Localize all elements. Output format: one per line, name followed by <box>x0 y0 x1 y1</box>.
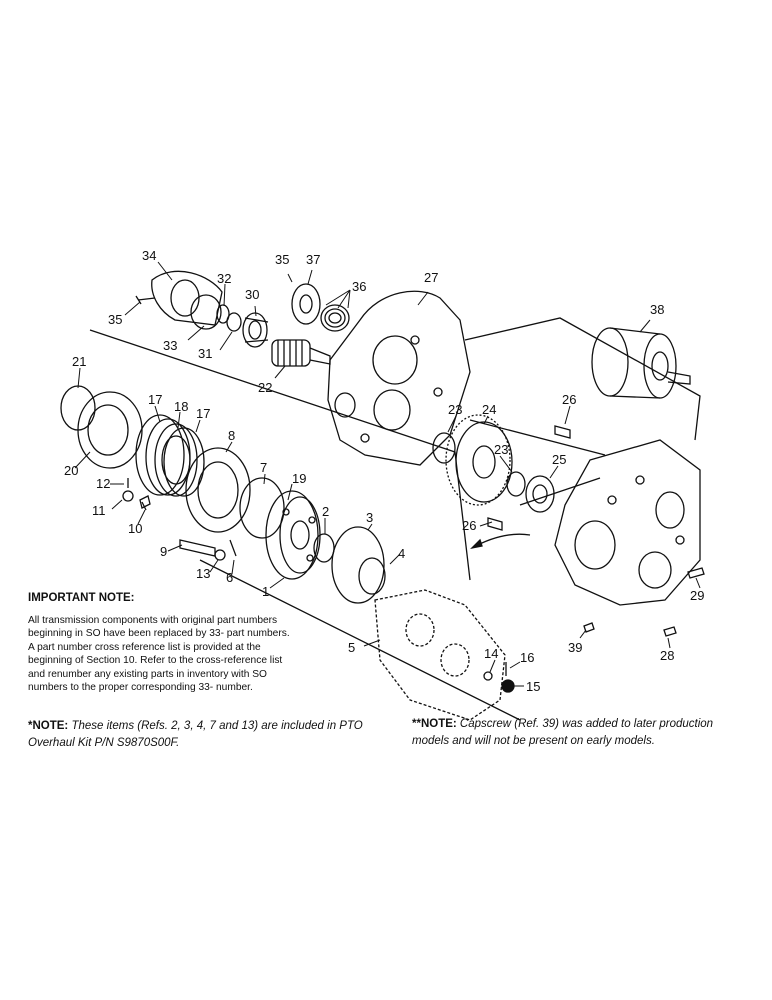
part-8-piston <box>185 447 251 533</box>
part-15-plug <box>501 679 515 693</box>
guide-lines <box>464 317 701 506</box>
part-13-ring <box>214 549 226 561</box>
right-housing <box>554 439 701 606</box>
part-29-bolt <box>687 567 705 579</box>
callout-2: 2 <box>322 504 329 519</box>
callout-20: 20 <box>64 463 78 478</box>
callout-36: 36 <box>352 279 366 294</box>
panel-outline-lower <box>199 559 521 721</box>
part-20-plate <box>77 391 143 469</box>
part-38-clutch <box>591 327 691 399</box>
callout-26: 26 <box>562 392 576 407</box>
part-25-bearing <box>525 475 555 513</box>
part-26-dowel-a <box>554 425 571 439</box>
part-36-springs <box>320 304 350 332</box>
callout-23b: 23 <box>494 442 508 457</box>
kit-note-label: *NOTE: <box>28 720 69 732</box>
part-1-hub <box>265 490 321 580</box>
part-9-pin <box>179 539 216 557</box>
callout-30: 30 <box>245 287 259 302</box>
part-37-cup <box>291 283 321 325</box>
callout-10: 10 <box>128 521 142 536</box>
part-35-bolt <box>135 295 156 305</box>
callout-31: 31 <box>198 346 212 361</box>
callout-3: 3 <box>366 510 373 525</box>
part-34-plate <box>151 270 223 326</box>
callout-1: 1 <box>262 584 269 599</box>
part-26-dowel-b <box>487 517 503 531</box>
callout-39: 39 <box>568 640 582 655</box>
callout-21: 21 <box>72 354 86 369</box>
callout-13: 13 <box>196 566 210 581</box>
callout-15: 15 <box>526 679 540 694</box>
callout-17: 17 <box>148 392 162 407</box>
callout-35b: 35 <box>275 252 289 267</box>
callout-34: 34 <box>142 248 156 263</box>
capscrew-note-label: **NOTE: <box>412 718 457 730</box>
part-39-bolt <box>583 622 595 633</box>
callout-12: 12 <box>96 476 110 491</box>
part-3-oring <box>331 526 385 604</box>
part-27-housing <box>327 290 471 466</box>
kit-note-text: These items (Refs. 2, 3, 4, 7 and 13) ar… <box>28 720 363 749</box>
important-note-title: IMPORTANT NOTE: <box>28 592 135 604</box>
part-31-ring <box>226 312 242 332</box>
callout-14: 14 <box>484 646 498 661</box>
callout-35: 35 <box>108 312 122 327</box>
capscrew-note: **NOTE: Capscrew (Ref. 39) was added to … <box>412 716 752 750</box>
important-note-body: All transmission components with origina… <box>28 615 290 694</box>
callout-4: 4 <box>398 546 405 561</box>
callout-17b: 17 <box>196 406 210 421</box>
callout-6: 6 <box>226 570 233 585</box>
callout-7: 7 <box>260 460 267 475</box>
callout-16: 16 <box>520 650 534 665</box>
callout-18: 18 <box>174 399 188 414</box>
callout-25: 25 <box>552 452 566 467</box>
callout-37: 37 <box>306 252 320 267</box>
part-23-ring-a <box>432 432 456 464</box>
callout-11: 11 <box>92 503 106 518</box>
callout-24: 24 <box>482 402 496 417</box>
callout-19: 19 <box>292 471 306 486</box>
leader-lines <box>74 261 701 687</box>
part-17-18-discs <box>135 414 205 497</box>
part-14-washer <box>483 671 493 681</box>
part-5-case <box>374 589 506 721</box>
callout-29: 29 <box>690 588 704 603</box>
callout-23: 23 <box>448 402 462 417</box>
part-32-ring <box>216 304 230 324</box>
callout-22: 22 <box>258 380 272 395</box>
callout-38: 38 <box>650 302 664 317</box>
part-6-screw <box>229 539 237 557</box>
callout-labels: 34 35 32 30 33 31 35 37 36 22 27 38 21 1… <box>64 248 704 694</box>
callout-33: 33 <box>163 338 177 353</box>
callout-9: 9 <box>160 544 167 559</box>
part-10-spring <box>139 495 151 511</box>
callout-5: 5 <box>348 640 355 655</box>
part-30-bearing <box>242 312 269 348</box>
part-11-washer <box>122 490 134 502</box>
callout-26b: 26 <box>462 518 476 533</box>
callout-32: 32 <box>217 271 231 286</box>
part-4-seal <box>358 557 386 595</box>
part-7-ring <box>239 477 285 539</box>
callout-27: 27 <box>424 270 438 285</box>
part-28-bolt <box>663 626 677 637</box>
capscrew-note-text: Capscrew (Ref. 39) was added to later pr… <box>412 718 714 747</box>
part-33-ring <box>190 294 222 330</box>
part-22-shaft <box>271 339 331 367</box>
callout-8: 8 <box>228 428 235 443</box>
part-24-gear <box>445 414 513 506</box>
kit-note: *NOTE: These items (Refs. 2, 3, 4, 7 and… <box>28 718 408 752</box>
callout-28: 28 <box>660 648 674 663</box>
part-23-ring-b <box>506 471 526 497</box>
